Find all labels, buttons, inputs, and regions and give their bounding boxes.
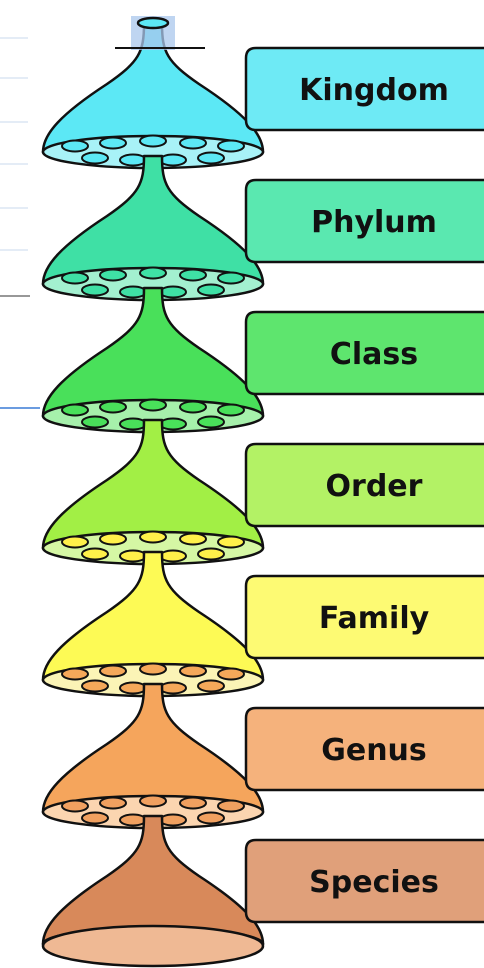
funnel-hole [61,799,89,813]
funnel-segment-genus [41,682,265,830]
funnel-hole [81,679,109,693]
funnel-hole [197,283,225,297]
funnel-segment-class [41,286,265,434]
funnel-hole [81,547,109,561]
funnel-hole [159,681,187,695]
funnel-hole [197,811,225,825]
funnel-hole [81,283,109,297]
funnel-hole [99,136,127,150]
rank-tag-box [244,46,484,132]
funnel-hole [119,681,147,695]
species-base [41,924,265,968]
funnel-hole [179,664,207,678]
rank-tag-box [244,310,484,396]
rank-label: Phylum [311,205,437,240]
rank-tag-kingdom: Kingdom [244,46,484,132]
funnel-hole [139,530,167,544]
funnel-hole [217,403,245,417]
funnel-hole [217,271,245,285]
funnel-hole [179,400,207,414]
rank-label: Species [309,865,439,900]
rank-tag-box [244,442,484,528]
funnel-segment-family [41,550,265,698]
funnel-hole [139,794,167,808]
funnel-hole [179,136,207,150]
funnel-body [41,286,265,418]
rank-tags: KingdomPhylumClassOrderFamilyGenusSpecie… [244,46,484,924]
funnel-segment-kingdom [41,22,265,170]
funnel-hole [159,417,187,431]
top-nozzle-cap [136,16,170,30]
rank-tag-species: Species [244,838,484,924]
rank-tag-family: Family [244,574,484,660]
funnel-hole [179,532,207,546]
rank-tag-box [244,706,484,792]
funnel-hole [99,796,127,810]
funnel-hole [197,415,225,429]
funnel-hole [119,549,147,563]
rank-tag-box [244,838,484,924]
funnel-hole [197,151,225,165]
funnel-hole [119,813,147,827]
funnel-hole [61,271,89,285]
funnel-hole [159,813,187,827]
rank-label: Order [326,469,423,504]
funnel-body [41,154,265,286]
funnel-hole [61,139,89,153]
rank-label: Kingdom [299,73,449,108]
funnel-hole [139,134,167,148]
funnel-hole [197,547,225,561]
rank-tag-order: Order [244,442,484,528]
funnel-hole [119,417,147,431]
funnel-hole [81,811,109,825]
funnel-hole [179,796,207,810]
rank-label: Family [319,601,430,636]
rank-tag-box [244,574,484,660]
funnel-hole [119,285,147,299]
funnel-hole [179,268,207,282]
funnel-hole [159,153,187,167]
funnel-hole [99,664,127,678]
funnel-hole [217,667,245,681]
rank-tag-phylum: Phylum [244,178,484,264]
funnel-body [41,550,265,682]
funnel-hole [99,400,127,414]
funnel-hole [99,532,127,546]
rank-label: Class [330,337,418,372]
funnel-hole [159,285,187,299]
funnel-hole [81,151,109,165]
funnel-hole [61,667,89,681]
top-nozzle [115,16,205,50]
funnel-stack [41,16,265,968]
funnel-hole [61,535,89,549]
funnel-hole [81,415,109,429]
funnel-hole [159,549,187,563]
rank-tag-genus: Genus [244,706,484,792]
funnel-hole [217,535,245,549]
funnel-segment-order [41,418,265,566]
rank-label: Genus [321,733,427,768]
funnel-segment-phylum [41,154,265,302]
funnel-hole [61,403,89,417]
funnel-hole [119,153,147,167]
funnel-body [41,682,265,814]
funnel-hole [139,662,167,676]
funnel-body [41,418,265,550]
funnel-hole [139,398,167,412]
funnel-hole [217,139,245,153]
funnel-hole [99,268,127,282]
background-lines [0,37,40,409]
funnel-hole [217,799,245,813]
rank-tag-class: Class [244,310,484,396]
funnel-hole [197,679,225,693]
rank-tag-box [244,178,484,264]
funnel-hole [139,266,167,280]
